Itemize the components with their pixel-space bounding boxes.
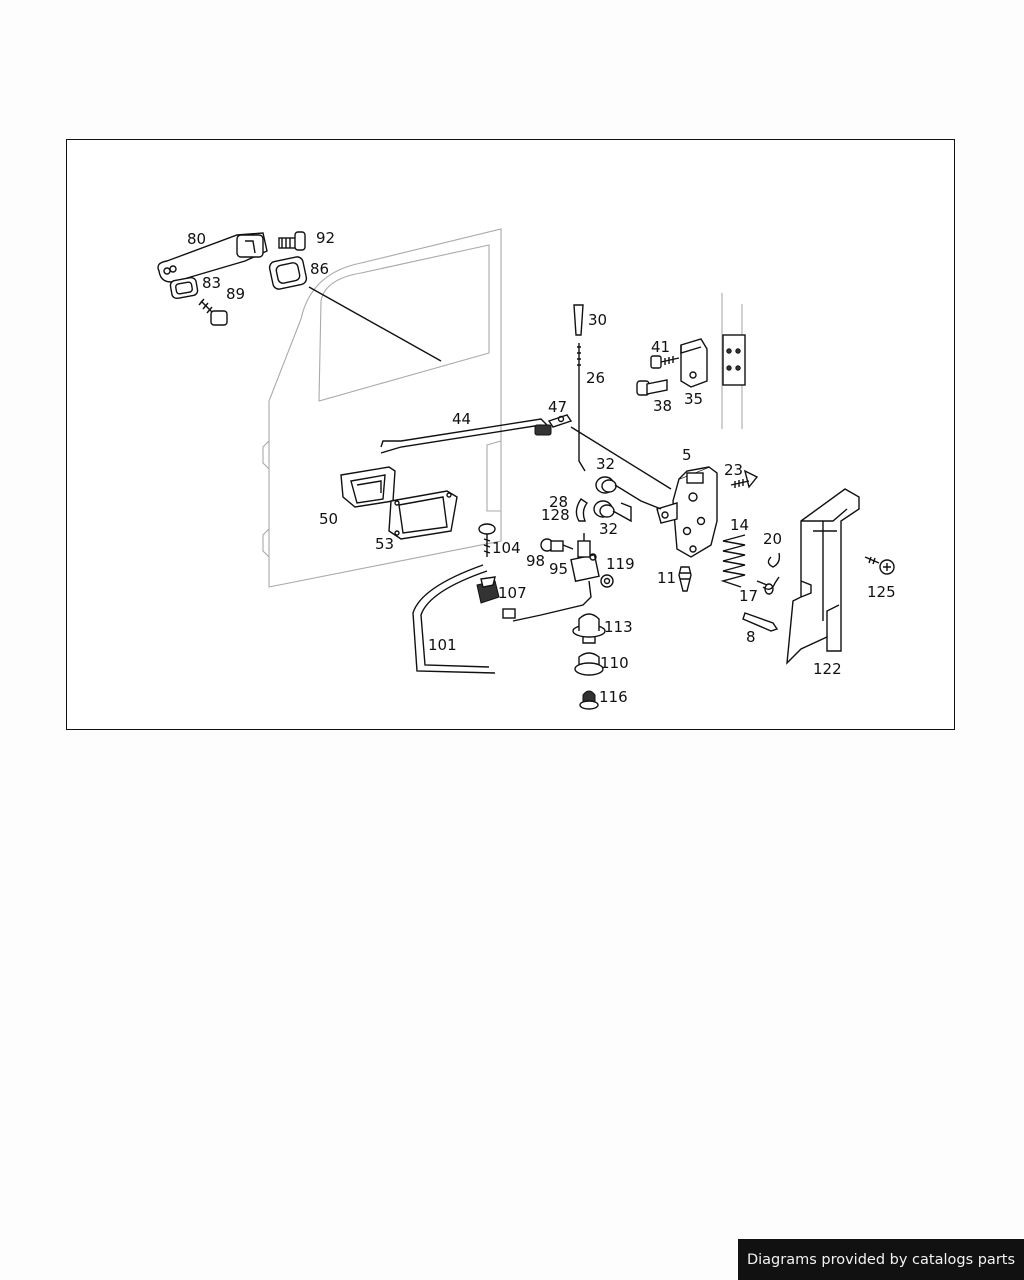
part-label: 41 bbox=[651, 338, 670, 356]
part-label: 107 bbox=[498, 584, 527, 602]
clip-17-icon bbox=[756, 576, 780, 595]
strap-101-icon bbox=[412, 564, 496, 674]
part-label: 101 bbox=[428, 636, 457, 654]
screw-41-icon bbox=[650, 355, 680, 369]
footer-text: Diagrams provided by catalogs parts bbox=[746, 1251, 1016, 1268]
parts-diagram: 80 92 83 86 89 30 26 41 35 38 44 47 5 32… bbox=[157, 228, 896, 710]
rod-44 bbox=[380, 418, 548, 454]
door-lock-5-icon bbox=[656, 466, 718, 558]
grommet-113-icon bbox=[572, 613, 606, 644]
connector-icon bbox=[502, 608, 516, 619]
part-label: 86 bbox=[310, 260, 329, 278]
footer-credit: Diagrams provided by catalogs parts bbox=[738, 1239, 1024, 1280]
outer-door-handle bbox=[157, 232, 268, 283]
part-label: 47 bbox=[548, 398, 567, 416]
inner-handle-50-icon bbox=[340, 466, 396, 508]
part-label: 83 bbox=[202, 274, 221, 292]
part-label: 28 bbox=[549, 493, 568, 511]
part-label: 92 bbox=[316, 229, 335, 247]
part-label: 14 bbox=[730, 516, 749, 534]
part-label: 44 bbox=[452, 410, 471, 428]
lock-rod-26 bbox=[577, 343, 586, 472]
bushing-32b-icon bbox=[593, 500, 615, 518]
lock-knob-30-icon bbox=[573, 304, 584, 336]
bracket-47-icon bbox=[534, 414, 573, 436]
bezel-53-icon bbox=[388, 490, 458, 540]
pin-11-icon bbox=[678, 566, 692, 592]
part-label: 116 bbox=[599, 688, 628, 706]
lever-8-icon bbox=[742, 612, 779, 632]
clip-20-icon bbox=[767, 552, 781, 568]
bushing-leader-line bbox=[614, 484, 662, 510]
guard-122-icon bbox=[786, 488, 860, 665]
actuator-95-icon bbox=[570, 533, 600, 583]
grommet-110-icon bbox=[574, 652, 604, 676]
part-label: 122 bbox=[813, 660, 842, 678]
part-label: 20 bbox=[763, 530, 782, 548]
screw-104-icon bbox=[478, 523, 496, 557]
part-label: 80 bbox=[187, 230, 206, 248]
part-label: 17 bbox=[739, 587, 758, 605]
screw-92-icon bbox=[278, 231, 306, 251]
part-label: 8 bbox=[746, 628, 756, 646]
part-labels: 80 92 83 86 89 30 26 41 35 38 44 47 5 32… bbox=[187, 229, 896, 706]
part-label: 95 bbox=[549, 560, 568, 578]
handle-leader-line bbox=[308, 286, 442, 362]
striker-35-icon bbox=[680, 338, 708, 388]
bolt-38-icon bbox=[636, 379, 668, 396]
part-label: 11 bbox=[657, 569, 676, 587]
gasket-83-icon bbox=[169, 276, 199, 300]
hinge-pillar bbox=[721, 293, 746, 429]
grommet-98-icon bbox=[540, 538, 574, 552]
bushing-32-icon bbox=[595, 476, 617, 494]
part-label: 128 bbox=[541, 506, 570, 524]
part-label: 125 bbox=[867, 583, 896, 601]
diagram-frame: 80 92 83 86 89 30 26 41 35 38 44 47 5 32… bbox=[66, 139, 955, 730]
wire-harness bbox=[512, 580, 592, 622]
part-label: 110 bbox=[600, 654, 629, 672]
part-label: 5 bbox=[682, 446, 692, 464]
gasket-86-icon bbox=[268, 256, 308, 290]
part-label: 26 bbox=[586, 369, 605, 387]
part-label: 23 bbox=[724, 461, 743, 479]
door-outline bbox=[262, 228, 502, 588]
clip-107-icon bbox=[476, 576, 500, 604]
part-label: 38 bbox=[653, 397, 672, 415]
part-label: 30 bbox=[588, 311, 607, 329]
part-label: 32 bbox=[596, 455, 615, 473]
bolt-89-icon bbox=[198, 298, 228, 326]
part-label: 104 bbox=[492, 539, 521, 557]
screw-125-icon bbox=[864, 556, 895, 575]
part-label: 113 bbox=[604, 618, 633, 636]
part-label: 32 bbox=[599, 520, 618, 538]
nut-119-icon bbox=[600, 574, 614, 588]
part-label: 53 bbox=[375, 535, 394, 553]
screw-23-icon bbox=[730, 469, 759, 489]
grommet-116-icon bbox=[579, 690, 599, 710]
part-label: 35 bbox=[684, 390, 703, 408]
spring-14-icon bbox=[720, 534, 746, 588]
part-label: 89 bbox=[226, 285, 245, 303]
bushing-bracket-line bbox=[612, 502, 632, 523]
part-label: 98 bbox=[526, 552, 545, 570]
part-label: 50 bbox=[319, 510, 338, 528]
part-label: 119 bbox=[606, 555, 635, 573]
clip-28-icon bbox=[575, 498, 589, 522]
rod-47-leader bbox=[570, 426, 672, 490]
